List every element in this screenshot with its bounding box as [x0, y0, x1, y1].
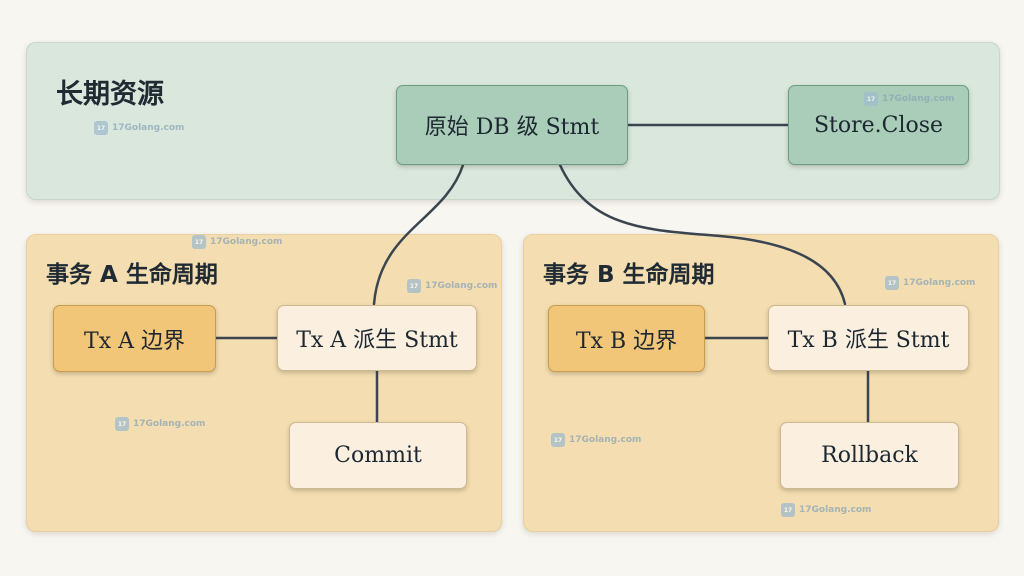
watermark-logo-icon: 17: [781, 503, 795, 517]
watermark-logo-icon: 17: [407, 279, 421, 293]
tx-b-lifecycle-title: 事务 B 生命周期: [543, 262, 715, 288]
watermark-logo-icon: 17: [115, 417, 129, 431]
tx-a-stmt-node[interactable]: Tx A 派生 Stmt: [277, 305, 477, 371]
watermark-logo-icon: 17: [885, 276, 899, 290]
watermark-logo-icon: 17: [94, 121, 108, 135]
rollback-node[interactable]: Rollback: [780, 422, 959, 489]
tx-b-boundary-node[interactable]: Tx B 边界: [548, 305, 705, 372]
tx-a-boundary-node[interactable]: Tx A 边界: [53, 305, 216, 372]
long-lived-resources-title: 长期资源: [56, 79, 164, 110]
store-close-node[interactable]: Store.Close: [788, 85, 969, 165]
db-stmt-node[interactable]: 原始 DB 级 Stmt: [396, 85, 628, 165]
watermark-logo-icon: 17: [551, 433, 565, 447]
watermark-logo-icon: 17: [864, 92, 878, 106]
watermark-logo-icon: 17: [192, 235, 206, 249]
commit-node[interactable]: Commit: [289, 422, 467, 489]
tx-b-stmt-node[interactable]: Tx B 派生 Stmt: [768, 305, 969, 371]
tx-a-lifecycle-title: 事务 A 生命周期: [46, 262, 218, 288]
